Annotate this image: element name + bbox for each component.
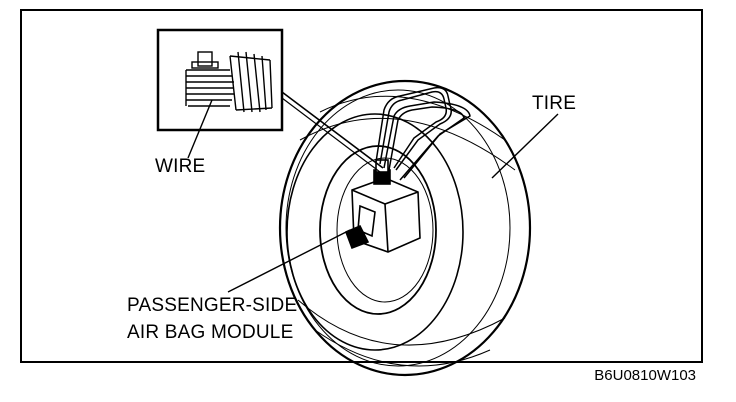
tire-label: TIRE xyxy=(532,92,576,115)
wire-detail-inset xyxy=(158,30,282,130)
airbag-module-drawing xyxy=(346,160,420,252)
figure-code: B6U0810W103 xyxy=(594,367,696,384)
airbag-module-label: PASSENGER-SIDE AIR BAG MODULE xyxy=(127,292,297,346)
airbag-module-label-line2: AIR BAG MODULE xyxy=(127,319,297,346)
airbag-module-label-line1: PASSENGER-SIDE xyxy=(127,292,297,319)
inset-leader-line xyxy=(282,92,383,168)
wire-label: WIRE xyxy=(155,155,205,178)
tire-leader xyxy=(492,114,558,178)
